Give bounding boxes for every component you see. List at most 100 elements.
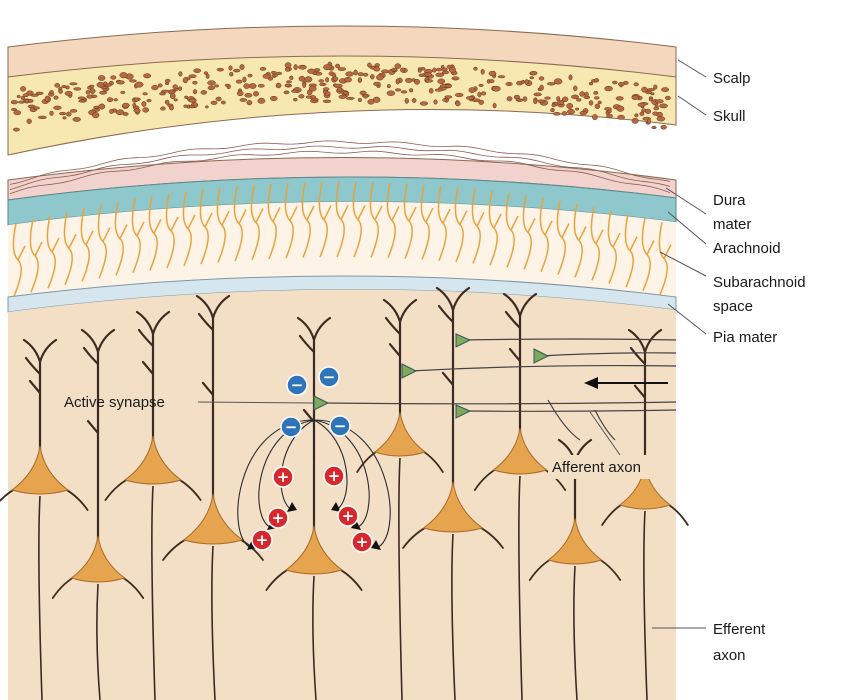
- bone-fleck: [291, 89, 299, 93]
- bone-fleck: [408, 88, 414, 93]
- bone-fleck: [522, 96, 528, 102]
- bone-fleck: [391, 67, 397, 72]
- trabecula: [250, 184, 264, 261]
- efferent-axon: [643, 510, 648, 700]
- positive-ion: +: [267, 507, 289, 529]
- bone-fleck: [344, 77, 352, 83]
- bone-fleck: [72, 117, 81, 122]
- bone-fleck: [524, 79, 529, 85]
- ion-sign: −: [323, 368, 336, 386]
- trabecula: [658, 222, 672, 295]
- bone-fleck: [35, 91, 44, 95]
- apical-dendrite: [502, 292, 538, 436]
- apical-dendrite: [195, 294, 231, 501]
- bone-fleck: [372, 96, 381, 103]
- ion-sign: +: [342, 507, 355, 525]
- bone-fleck: [96, 81, 105, 88]
- bone-fleck: [400, 67, 406, 73]
- bone-fleck: [332, 76, 339, 82]
- afferent-axon-line: [461, 409, 677, 412]
- bone-fleck: [116, 80, 125, 85]
- trabecula: [352, 181, 366, 258]
- bone-fleck: [133, 97, 139, 102]
- bone-fleck: [192, 80, 198, 85]
- efferent-axon: [38, 495, 43, 700]
- bone-fleck: [142, 107, 150, 113]
- efferent-axon: [211, 545, 216, 700]
- ion-sign: −: [291, 376, 304, 394]
- neuron-soma: [182, 493, 244, 545]
- label-dura-line1: Dura: [713, 192, 746, 209]
- bone-fleck: [132, 103, 137, 108]
- bone-fleck: [13, 110, 22, 116]
- bone-fleck: [189, 104, 196, 109]
- bone-fleck: [89, 88, 96, 94]
- bone-fleck: [216, 67, 224, 72]
- bone-fleck: [520, 79, 526, 84]
- current-arrowhead: [351, 520, 361, 530]
- bone-fleck: [164, 81, 170, 86]
- bone-fleck: [325, 77, 329, 83]
- bone-fleck: [64, 90, 73, 96]
- pyramidal-neuron: [356, 298, 444, 700]
- bone-fleck: [552, 112, 561, 116]
- bone-fleck: [172, 84, 178, 90]
- bone-fleck: [571, 94, 579, 99]
- bone-fleck: [49, 90, 54, 94]
- leader-afferent: [589, 411, 621, 456]
- leader-subarachnoid: [659, 251, 707, 277]
- ion-circle: [337, 505, 359, 527]
- bone-fleck: [533, 99, 538, 105]
- bone-fleck: [433, 99, 438, 105]
- bone-fleck: [612, 80, 618, 85]
- afferent-axon-line: [409, 364, 677, 372]
- trabecula: [488, 190, 502, 266]
- bone-fleck: [98, 103, 106, 110]
- efferent-axon: [96, 583, 101, 700]
- trabecula: [386, 182, 400, 259]
- bone-fleck: [488, 70, 497, 77]
- bone-fleck: [105, 83, 112, 87]
- bone-fleck: [588, 81, 594, 86]
- bone-fleck: [322, 99, 332, 103]
- bone-fleck: [236, 90, 244, 97]
- label-pia-mater: Pia mater: [713, 329, 777, 346]
- arachnoid-trabeculae: [12, 181, 672, 297]
- bone-fleck: [32, 106, 40, 110]
- bone-fleck: [539, 84, 544, 91]
- bone-fleck: [224, 83, 230, 87]
- bone-fleck: [253, 91, 259, 97]
- trabecula: [607, 210, 621, 284]
- label-skull: Skull: [713, 108, 746, 125]
- bone-fleck: [141, 101, 147, 107]
- bone-fleck: [615, 96, 624, 101]
- bone-fleck: [239, 64, 245, 70]
- bone-fleck: [488, 79, 495, 84]
- bone-fleck: [647, 118, 651, 125]
- bone-fleck: [122, 102, 130, 108]
- leader-pia: [667, 303, 707, 335]
- bone-fleck: [664, 95, 671, 101]
- ion-sign: +: [272, 509, 285, 527]
- bone-fleck: [553, 78, 563, 85]
- bone-fleck: [616, 105, 625, 112]
- positive-ion: +: [251, 529, 273, 551]
- bone-fleck: [30, 93, 39, 97]
- bone-fleck: [242, 76, 247, 83]
- positive-ion: +: [272, 466, 294, 488]
- bone-fleck: [298, 94, 305, 99]
- bone-fleck: [286, 80, 292, 84]
- bone-fleck: [20, 96, 25, 100]
- bone-fleck: [178, 71, 183, 77]
- neuron-soma: [422, 481, 484, 533]
- bone-fleck: [233, 68, 241, 73]
- bone-fleck: [395, 78, 400, 85]
- bone-fleck: [435, 72, 445, 77]
- bone-fleck: [62, 116, 67, 120]
- bone-fleck: [342, 91, 349, 95]
- positive-ion: +: [351, 531, 373, 553]
- bone-fleck: [544, 96, 551, 100]
- efferent-axon: [518, 475, 523, 700]
- skull-bone-texture: [10, 61, 671, 132]
- pyramidal-neuron: [162, 294, 264, 700]
